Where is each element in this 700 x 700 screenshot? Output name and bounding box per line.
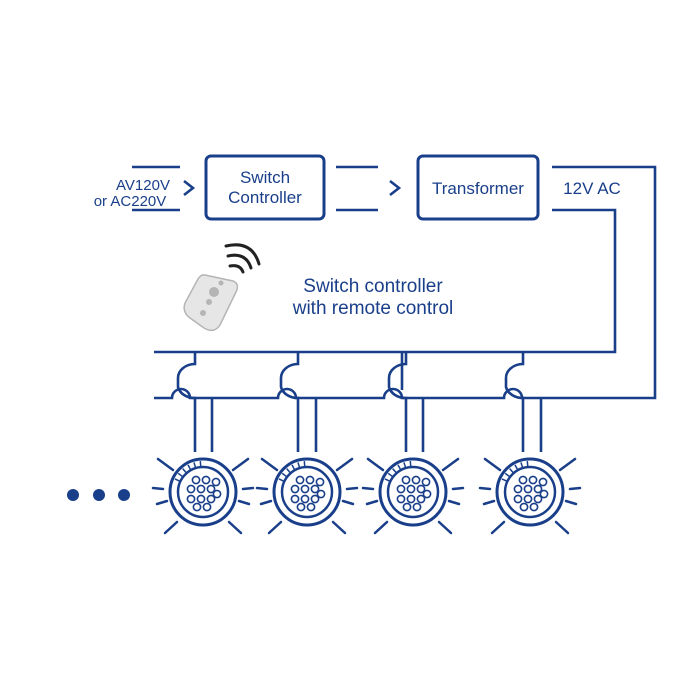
light-ray: [331, 520, 347, 535]
light-ray: [451, 486, 465, 491]
switch-box-line1: Switch: [240, 168, 290, 187]
light-ray: [447, 499, 461, 506]
bus-lower-line: [154, 387, 544, 400]
output-wire-inner: [154, 208, 617, 354]
controller-to-transformer-lines: [336, 165, 378, 212]
light-ray: [366, 457, 385, 472]
transformer-label: Transformer: [432, 179, 524, 198]
light-ray: [564, 499, 578, 506]
light-ray: [259, 499, 273, 506]
light-ray: [156, 457, 175, 472]
light-ray: [163, 520, 179, 535]
downlight-icon: [478, 457, 582, 535]
light-drops: [176, 352, 543, 452]
light-ray: [260, 457, 279, 472]
downlight-icon: [151, 457, 255, 535]
downlight-icon: [361, 457, 465, 535]
light-ray: [155, 499, 169, 506]
light-ray: [478, 486, 492, 491]
light-ray: [568, 486, 582, 491]
downlight-icon: [255, 457, 359, 535]
light-ray: [361, 486, 375, 491]
light-ray: [373, 520, 389, 535]
remote-caption-line2: with remote control: [292, 298, 454, 319]
light-ray: [554, 520, 570, 535]
light-ray: [490, 520, 506, 535]
light-ray: [231, 457, 250, 472]
more-lights-ellipsis: [67, 489, 130, 501]
remote-caption-line1: Switch controller: [303, 276, 443, 297]
switch-controller-box: Switch Controller: [204, 154, 326, 221]
lights-group: [151, 457, 582, 535]
light-ray: [151, 486, 165, 491]
remote-control-icon: [183, 243, 261, 332]
output-voltage-label: 12V AC: [563, 179, 621, 198]
light-ray: [441, 457, 460, 472]
light-ray: [437, 520, 453, 535]
light-ray: [255, 486, 269, 491]
signal-waves-icon: [224, 243, 261, 274]
arrow-icon: [389, 179, 402, 197]
input-voltage-line2: or AC220V: [94, 193, 167, 210]
switch-box-line2: Controller: [228, 188, 302, 207]
light-ray: [341, 499, 355, 506]
light-ray: [345, 486, 359, 491]
light-ray: [237, 499, 251, 506]
arrow-icon: [183, 179, 196, 197]
output-wire-outer: [544, 165, 657, 400]
light-ray: [482, 499, 496, 506]
input-voltage-line1: AV120V: [116, 177, 170, 194]
light-ray: [483, 457, 502, 472]
transformer-box: Transformer: [416, 154, 540, 221]
light-ray: [267, 520, 283, 535]
light-ray: [365, 499, 379, 506]
light-ray: [558, 457, 577, 472]
light-ray: [227, 520, 243, 535]
light-ray: [335, 457, 354, 472]
input-supply-lines: [132, 165, 180, 212]
light-ray: [241, 486, 255, 491]
